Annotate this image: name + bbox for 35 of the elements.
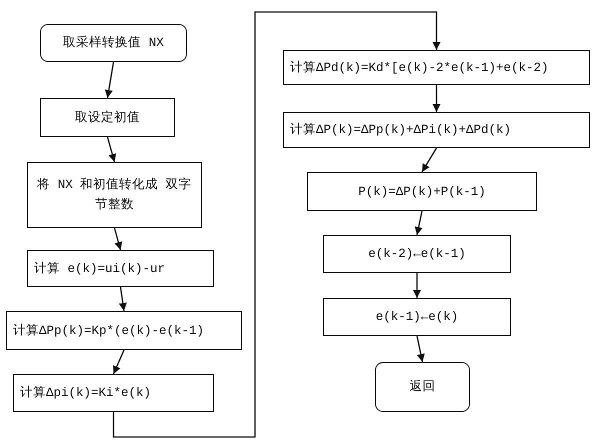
- arrow: [112, 350, 125, 374]
- arrow: [414, 210, 423, 236]
- process-box: [323, 235, 511, 273]
- process-box: [27, 250, 214, 287]
- process-box: [40, 98, 175, 137]
- step-text: 取采样转换值 NX: [63, 34, 164, 52]
- process-box: [6, 311, 242, 350]
- arrow: [416, 336, 425, 362]
- step-text: P(k)=ΔP(k)+P(k-1): [358, 184, 486, 200]
- step-text: 计算ΔP(k)=ΔPp(k)+ΔPi(k)+ΔPd(k): [290, 122, 512, 139]
- arrow: [421, 148, 438, 172]
- step-text: e(k-2)←e(k-1): [368, 246, 466, 263]
- step-text: 计算ΔPp(k)=Kp*(e(k)-e(k-1): [13, 322, 204, 340]
- process-box: [323, 298, 511, 336]
- process-box: [283, 50, 590, 85]
- step-text: 将 NX 和初值转化成 双字节整数: [36, 176, 193, 214]
- terminal-box: [375, 362, 470, 412]
- arrow: [104, 62, 114, 98]
- process-box: [13, 374, 214, 412]
- arrow: [106, 136, 116, 162]
- arrow: [112, 11, 440, 438]
- arrow: [118, 286, 127, 312]
- step-text: 计算Δpi(k)=Ki*e(k): [20, 384, 152, 402]
- step-text: 返回: [410, 378, 436, 396]
- process-box: [307, 172, 537, 211]
- step-text: 取设定初值: [75, 110, 140, 126]
- arrow: [114, 228, 122, 250]
- step-text: 计算ΔPd(k)=Kd*[e(k)-2*e(k-1)+e(k-2): [290, 60, 549, 76]
- step-text: 计算 e(k)=ui(k)-ur: [34, 260, 166, 278]
- step-text: e(k-1)←e(k): [376, 309, 458, 326]
- process-box: [27, 162, 202, 228]
- arrow: [432, 85, 440, 112]
- process-box: [283, 112, 590, 148]
- arrow: [413, 273, 421, 298]
- terminal-box: [40, 24, 187, 62]
